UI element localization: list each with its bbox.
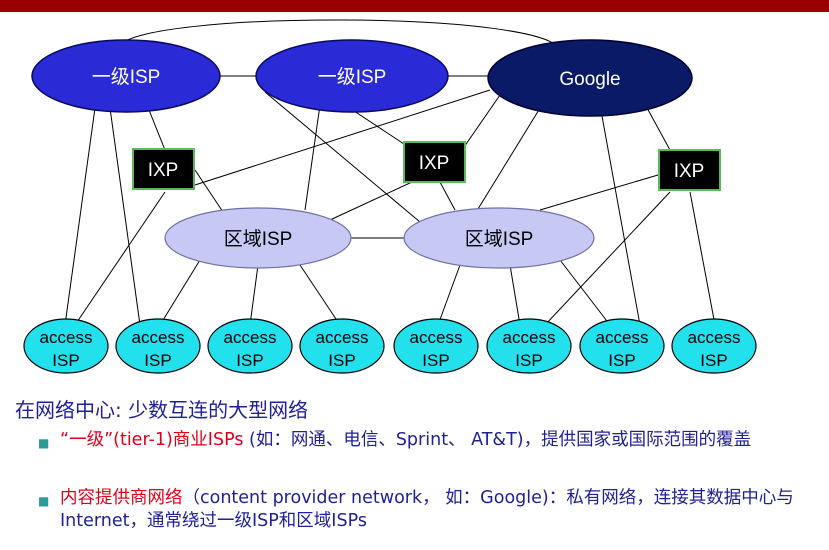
regional-a-label: 区域ISP	[224, 228, 293, 250]
access-isp-label: ISP	[328, 351, 355, 370]
bullet-1-emphasis: “一级”(tier-1)商业ISPs	[60, 430, 244, 450]
access-isp-label: access	[40, 328, 93, 347]
bullet-square-icon: ■	[38, 436, 50, 450]
access-isp-label: ISP	[236, 351, 263, 370]
ixp-2-label: IXP	[419, 153, 450, 174]
access-isp-label: ISP	[515, 351, 542, 370]
access-isp-label: access	[132, 328, 185, 347]
network-diagram: 一级ISP 一级ISP Google IXP IXP IXP 区域ISP 区域I…	[23, 19, 757, 374]
access-isp-label: ISP	[608, 351, 635, 370]
access-isp-label: ISP	[52, 351, 79, 370]
access-isp-label: access	[224, 328, 277, 347]
bullet-2-text: （content provider network， 如：Google)：私有网…	[60, 488, 794, 531]
bullet-square-icon: ■	[38, 494, 50, 508]
access-isp-label: ISP	[700, 351, 727, 370]
access-isp-label: access	[316, 328, 369, 347]
header-bar	[0, 0, 829, 12]
access-isp-label: ISP	[422, 351, 449, 370]
links	[64, 19, 716, 326]
ixp-1: IXP	[132, 148, 195, 190]
access-isp-label: access	[410, 328, 463, 347]
regional-b-label: 区域ISP	[465, 228, 534, 250]
access-isp-label: ISP	[144, 351, 171, 370]
page-heading: 在网络中心: 少数互连的大型网络	[15, 398, 309, 422]
tier1-isp-a: 一级ISP	[31, 39, 221, 113]
ixp-3: IXP	[658, 149, 721, 191]
ixp-1-label: IXP	[148, 160, 179, 181]
bullet-1-text: (如：网通、电信、Sprint、 AT&T)，提供国家或国际范围的覆盖	[243, 430, 752, 450]
tier1-a-label: 一级ISP	[92, 66, 161, 88]
bullet-1: “一级”(tier-1)商业ISPs (如：网通、电信、Sprint、 AT&T…	[60, 429, 820, 452]
bullet-2-emphasis: 内容提供商网络	[60, 488, 183, 508]
regional-isp-a: 区域ISP	[164, 207, 352, 269]
access-isp-label: access	[596, 328, 649, 347]
ixp-2: IXP	[403, 141, 466, 183]
tier1-b-label: 一级ISP	[318, 66, 387, 88]
ixp-3-label: IXP	[674, 161, 705, 182]
regional-isp-b: 区域ISP	[403, 207, 595, 269]
bullet-2: 内容提供商网络（content provider network， 如：Goog…	[60, 487, 820, 533]
tier1-isp-b: 一级ISP	[255, 39, 449, 113]
google-network: Google	[487, 39, 693, 117]
access-isps: accessISPaccessISPaccessISPaccessISPacce…	[23, 318, 757, 374]
google-label: Google	[559, 69, 620, 90]
link-tier1a-google-arc	[117, 19, 561, 53]
access-isp-label: access	[688, 328, 741, 347]
access-isp-label: access	[503, 328, 556, 347]
